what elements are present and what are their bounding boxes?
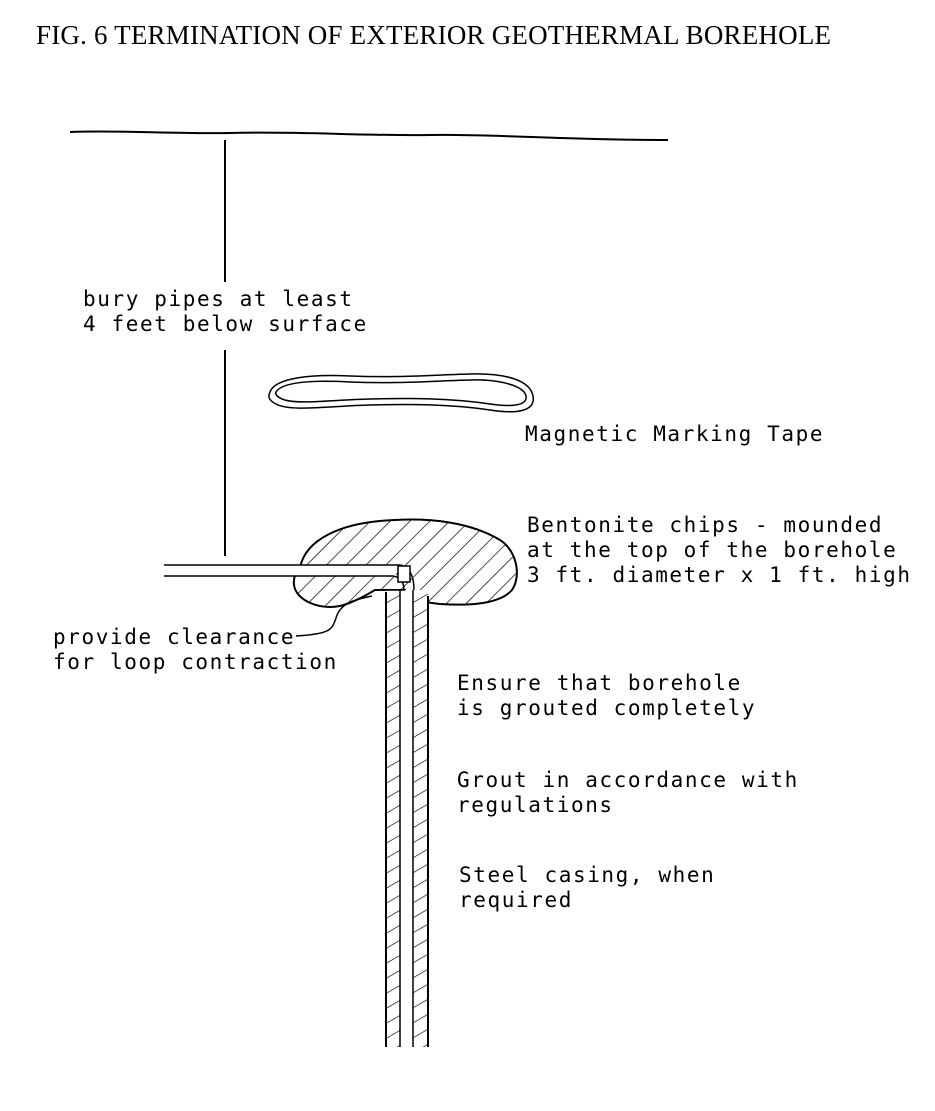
grout-regulations-label-line1: Grout in accordance with	[457, 768, 799, 792]
figure-title: FIG. 6 TERMINATION OF EXTERIOR GEOTHERMA…	[36, 20, 832, 50]
ground-surface-line	[69, 130, 669, 141]
bury-depth-label-line2: 4 feet below surface	[83, 312, 368, 336]
clearance-label-line2: for loop contraction	[53, 650, 338, 674]
borehole-column	[385, 589, 429, 1047]
horizontal-loop-pipe	[164, 564, 415, 591]
clearance-leader-line	[295, 595, 373, 637]
clearance-label-line1: provide clearance	[53, 625, 295, 649]
ensure-grouted-label-line2: is grouted completely	[457, 696, 756, 720]
ensure-grouted-label-line1: Ensure that borehole	[457, 671, 742, 695]
magnetic-marking-tape	[268, 373, 534, 413]
grout-regulations-label-line2: regulations	[457, 793, 614, 817]
marking-tape-label: Magnetic Marking Tape	[525, 422, 824, 446]
steel-casing-label-line2: required	[459, 888, 573, 912]
steel-casing-label-line1: Steel casing, when	[459, 863, 715, 887]
bentonite-label-line2: at the top of the borehole	[527, 538, 897, 562]
bury-depth-label-line1: bury pipes at least	[83, 287, 354, 311]
bentonite-label-line3: 3 ft. diameter x 1 ft. high	[527, 563, 912, 587]
bentonite-label-line1: Bentonite chips - mounded	[527, 513, 883, 537]
